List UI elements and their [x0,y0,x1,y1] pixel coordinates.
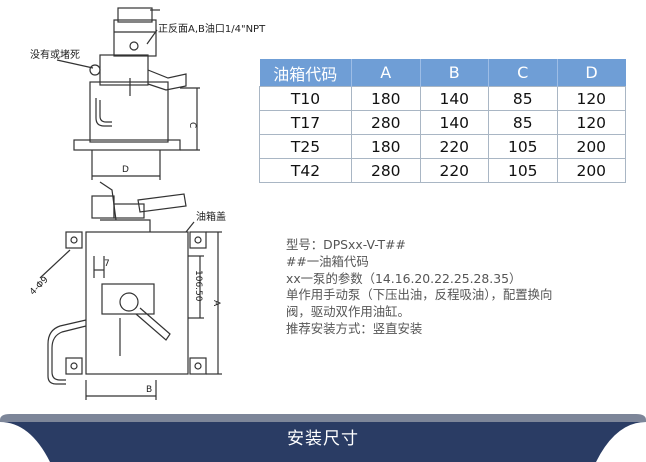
table-cell: 85 [488,110,558,135]
dim-c-label: C [187,122,197,128]
table-cell: 140 [419,110,489,135]
table-cell: 280 [351,158,421,183]
dim-7-label: 7 [104,259,110,269]
header-a: A [351,59,421,87]
header-b: B [420,59,489,87]
header-d: D [557,59,626,87]
table-cell: 200 [556,134,626,159]
note-model: 型号：DPSxx-V-T## [286,237,406,252]
tank-cap-label: 油箱盖 [196,210,226,223]
note-mounting: 推荐安装方式：竖直安装 [286,320,423,336]
table-cell: 180 [351,86,421,111]
table-cell: T10 [259,86,352,111]
table-cell: 220 [419,134,489,159]
header-tank-code: 油箱代码 [259,59,352,87]
table-cell: 220 [419,158,489,183]
table-cell: T42 [259,158,352,183]
table-row: T25 180 220 105 200 [259,134,626,159]
table-cell: 105 [488,134,558,159]
hole-label: 4-Φ9 [28,275,51,298]
tank-size-table: 油箱代码 A B C D T10 180 140 85 120 T17 280 … [259,59,626,183]
top-view [56,7,200,180]
table-cell: 200 [556,158,626,183]
table-row: T17 280 140 85 120 [259,110,626,135]
table-cell: 180 [351,134,421,159]
spec-notes: 型号：DPSxx-V-T## ##一油箱代码 xx一泵的参数（14.16.20.… [286,237,638,338]
dim-a-label: A [211,300,221,307]
footer-banner [0,414,646,462]
table-cell: T25 [259,134,352,159]
port-note-label: 正反面A,B油口1/4"NPT [158,22,266,35]
table-header-row: 油箱代码 A B C D [259,59,626,87]
dim-b-label: B [146,385,152,395]
plug-note-label: 没有或堵死 [30,48,80,61]
pump-drawing: 正反面A,B油口1/4"NPT 没有或堵死 C D 油箱盖 4-Φ9 7 106… [28,7,266,400]
table-cell: T17 [259,110,352,135]
table-row: T42 280 220 105 200 [259,158,626,183]
table-cell: 85 [488,86,558,111]
header-c: C [488,59,558,87]
table-cell: 105 [488,158,558,183]
note-description-cont: 阀，驱动双作用油缸。 [286,304,410,320]
table-cell: 280 [351,110,421,135]
dim-106-label: 106.50 [193,270,203,302]
note-tank-code: ##一油箱代码 [286,253,369,269]
table-cell: 120 [556,86,626,111]
table-row: T10 180 140 85 120 [259,86,626,111]
table-cell: 120 [556,110,626,135]
table-cell: 140 [419,86,489,111]
note-description: 单作用手动泵（下压出油，反程吸油），配置换向 [286,287,553,303]
dim-d-label: D [122,165,129,175]
footer-title: 安装尺寸 [287,429,359,449]
note-pump-params: xx一泵的参数（14.16.20.22.25.28.35） [286,270,522,286]
front-view [39,181,222,400]
